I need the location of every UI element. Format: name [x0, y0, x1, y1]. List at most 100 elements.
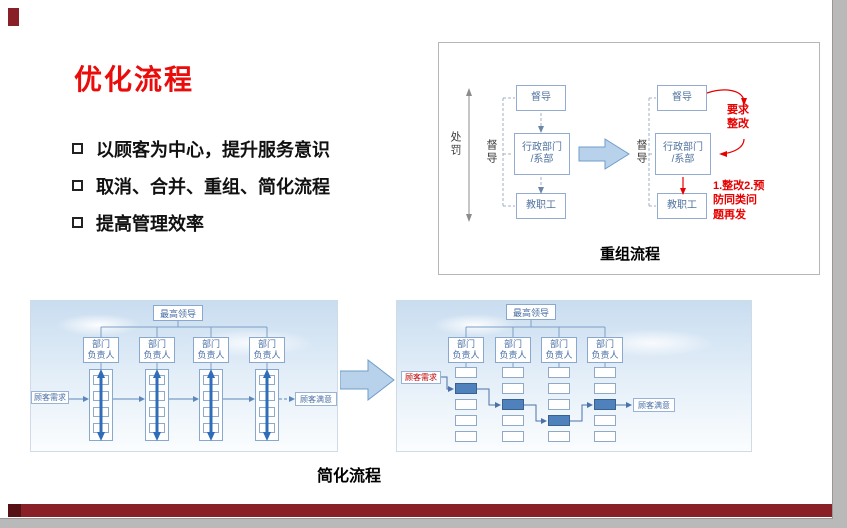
node-supervisor-left: 督导	[516, 85, 566, 111]
bullet-list: 以顾客为中心，提升服务意识 取消、合并、重组、简化流程 提高管理效率	[72, 130, 330, 241]
process-step-cell	[548, 383, 570, 394]
reorg-caption: 重组流程	[599, 246, 660, 263]
process-step-cell	[93, 407, 109, 417]
process-step-cell	[203, 407, 219, 417]
process-step-cell	[594, 431, 616, 442]
process-lane	[455, 367, 477, 442]
process-step-cell	[203, 423, 219, 433]
block-arrow-right-icon	[578, 138, 630, 170]
list-item: 取消、合并、重组、简化流程	[72, 167, 330, 204]
square-bullet-icon	[72, 143, 83, 154]
rectify-note: 要求 整改	[727, 104, 749, 131]
customer-satisfaction-label: 顾客满意	[633, 398, 675, 412]
right-arrow-icon	[626, 402, 632, 408]
process-lane	[199, 369, 223, 441]
corner-accent-mark	[8, 8, 19, 26]
process-step-cell	[502, 367, 524, 378]
process-step-cell	[455, 415, 477, 426]
before-connector-lines	[69, 321, 295, 441]
process-step-cell	[502, 415, 524, 426]
right-arrow-icon	[541, 418, 547, 424]
dept-manager-node: 部门 负责人	[249, 337, 285, 363]
node-staff-left: 教职工	[516, 193, 566, 219]
dept-manager-node: 部门 负责人	[448, 337, 484, 363]
process-step-cell	[149, 391, 165, 401]
customer-demand-label: 顾客需求	[31, 391, 69, 404]
dept-manager-node: 部门 负责人	[541, 337, 577, 363]
dept-manager-node: 部门 负责人	[193, 337, 229, 363]
dept-manager-node: 部门 负责人	[495, 337, 531, 363]
red-arrow-icon	[719, 151, 727, 157]
process-step-cell	[93, 391, 109, 401]
bullet-text: 取消、合并、重组、简化流程	[96, 176, 330, 197]
node-supervisor-right: 督导	[657, 85, 707, 111]
highlighted-step-cell	[594, 399, 616, 410]
node-staff-right: 教职工	[657, 193, 707, 219]
down-arrow-icon	[538, 126, 544, 133]
supervise-label-mid: 督导	[635, 139, 647, 165]
right-arrow-icon	[495, 402, 501, 408]
process-step-cell	[93, 375, 109, 385]
bullet-text: 提高管理效率	[96, 213, 204, 234]
process-step-cell	[259, 407, 275, 417]
process-step-cell	[259, 391, 275, 401]
list-item: 提高管理效率	[72, 204, 330, 241]
process-step-cell	[259, 375, 275, 385]
process-lane	[145, 369, 169, 441]
right-arrow-icon	[448, 386, 454, 392]
highlighted-step-cell	[502, 399, 524, 410]
penalty-label: 处罚	[449, 131, 461, 157]
process-step-cell	[259, 423, 275, 433]
reorg-diagram-panel: 处罚 督导 督导 督导 行政部门 /系部 教职工 督导 行政部门 /系部 教职工…	[438, 42, 820, 275]
process-step-cell	[594, 367, 616, 378]
customer-satisfaction-label: 顾客满意	[295, 392, 337, 406]
node-admin-dept-right: 行政部门 /系部	[655, 133, 711, 175]
double-arrow-icon	[97, 369, 271, 441]
process-step-cell	[548, 367, 570, 378]
customer-demand-label: 顾客需求	[401, 371, 441, 384]
node-admin-dept-left: 行政部门 /系部	[514, 133, 570, 175]
dept-manager-node: 部门 负责人	[139, 337, 175, 363]
list-item: 以顾客为中心，提升服务意识	[72, 130, 330, 167]
slide-canvas: 优化流程 以顾客为中心，提升服务意识 取消、合并、重组、简化流程 提高管理效率 …	[0, 0, 833, 519]
process-step-cell	[455, 367, 477, 378]
process-lane	[548, 367, 570, 442]
process-step-cell	[149, 375, 165, 385]
top-leader-node: 最高领导	[153, 305, 203, 321]
process-step-cell	[502, 383, 524, 394]
process-lane	[89, 369, 113, 441]
highlighted-step-cell	[455, 383, 477, 394]
process-lane	[255, 369, 279, 441]
process-step-cell	[93, 423, 109, 433]
top-leader-node: 最高领导	[506, 304, 556, 320]
process-step-cell	[455, 431, 477, 442]
process-step-cell	[455, 399, 477, 410]
process-step-cell	[594, 415, 616, 426]
process-step-cell	[149, 423, 165, 433]
down-arrow-icon	[466, 214, 472, 222]
up-arrow-icon	[466, 88, 472, 96]
simplify-after-panel: 最高领导 部门 负责人 部门 负责人 部门 负责人 部门 负责人	[396, 300, 752, 452]
after-connector-lines	[441, 320, 632, 424]
square-bullet-icon	[72, 217, 83, 228]
right-arrow-icon	[587, 402, 593, 408]
process-step-cell	[548, 431, 570, 442]
process-step-cell	[594, 383, 616, 394]
process-step-cell	[502, 431, 524, 442]
transition-block-arrow-icon	[340, 358, 395, 402]
page-title: 优化流程	[74, 64, 195, 95]
process-lane	[502, 367, 524, 442]
bottom-accent-bar	[8, 504, 832, 517]
dept-manager-node: 部门 负责人	[587, 337, 623, 363]
bullet-text: 以顾客为中心，提升服务意识	[96, 139, 330, 160]
square-bullet-icon	[72, 180, 83, 191]
dept-manager-node: 部门 负责人	[83, 337, 119, 363]
supervise-label-left: 督导	[485, 139, 497, 165]
process-step-cell	[548, 399, 570, 410]
process-step-cell	[203, 375, 219, 385]
simplify-before-panel: 最高领导 部门 负责人 部门 负责人 部门 负责人 部门 负责人	[30, 300, 338, 452]
highlighted-step-cell	[548, 415, 570, 426]
steps-note: 1.整改2.预 防同类问 题再发	[713, 180, 765, 221]
process-step-cell	[149, 407, 165, 417]
